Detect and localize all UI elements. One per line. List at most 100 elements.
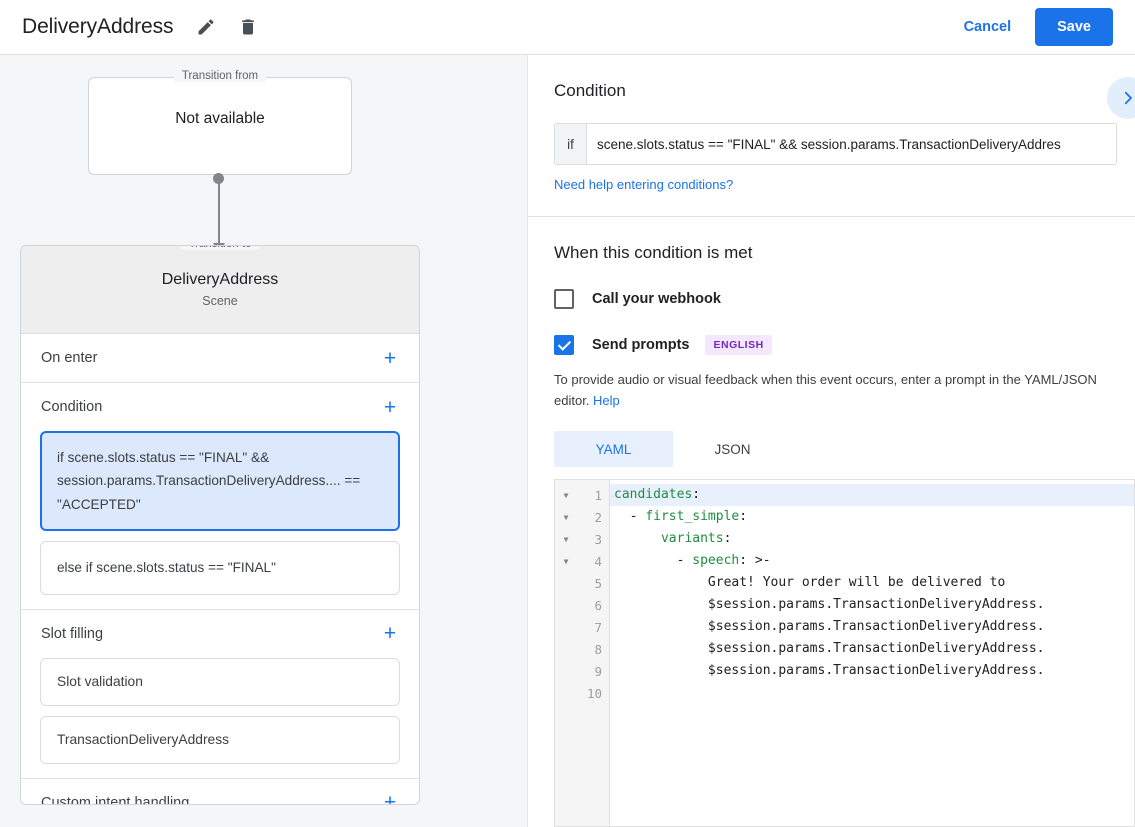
trash-icon [242, 19, 255, 35]
fold-triangle-icon[interactable]: ▼ [563, 556, 569, 566]
delete-button[interactable] [233, 12, 263, 42]
when-condition-met-section: When this condition is met Call your web… [528, 217, 1135, 468]
editor-gutter-row: ▼1 [555, 484, 609, 506]
condition-input-group: if [554, 123, 1117, 165]
condition-item-selected[interactable]: if scene.slots.status == "FINAL" && sess… [40, 431, 400, 532]
webhook-row: Call your webhook [554, 289, 1135, 309]
fold-triangle-icon[interactable]: ▼ [563, 490, 569, 500]
editor-code-line[interactable]: $session.params.TransactionDeliveryAddre… [614, 641, 1045, 656]
editor-code-line[interactable]: $session.params.TransactionDeliveryAddre… [614, 619, 1045, 634]
editor-code-line[interactable]: $session.params.TransactionDeliveryAddre… [614, 597, 1045, 612]
section-slot-filling: Slot filling + Slot validation Transacti… [21, 610, 419, 779]
prompts-helper-text: To provide audio or visual feedback when… [554, 369, 1119, 411]
line-number: 10 [586, 685, 602, 701]
scene-type: Scene [202, 294, 238, 308]
send-prompts-row: Send prompts ENGLISH [554, 335, 1135, 355]
left-panel: Transition from Not available Transition… [0, 55, 528, 827]
section-header-custom-intent-handling[interactable]: Custom intent handling + [21, 779, 419, 805]
fold-triangle-icon[interactable]: ▼ [563, 534, 569, 544]
edit-title-button[interactable] [191, 12, 221, 42]
condition-if-prefix: if [555, 124, 587, 164]
slot-filling-list: Slot validation TransactionDeliveryAddre… [21, 657, 419, 778]
send-prompts-checkbox[interactable] [554, 335, 574, 355]
slot-filling-item-address[interactable]: TransactionDeliveryAddress [40, 715, 400, 764]
language-badge: ENGLISH [705, 335, 772, 355]
cancel-button[interactable]: Cancel [952, 11, 1024, 43]
section-custom-intent-handling: Custom intent handling + [21, 779, 419, 805]
section-header-slot-filling[interactable]: Slot filling + [21, 610, 419, 658]
section-header-on-enter[interactable]: On enter + [21, 334, 419, 382]
call-webhook-label: Call your webhook [592, 291, 721, 307]
connector-line [218, 179, 220, 249]
editor-gutter-row: 9 [555, 660, 609, 682]
section-title-on-enter: On enter [41, 350, 98, 366]
editor-code-line[interactable]: Great! Your order will be delivered to [614, 575, 1006, 590]
yaml-key: first_simple [645, 509, 740, 524]
connector-dot [213, 173, 224, 184]
line-number: 7 [594, 619, 602, 635]
chevron-right-icon [1124, 91, 1132, 105]
scene-name: DeliveryAddress [161, 271, 279, 288]
yaml-key: speech [692, 553, 740, 568]
editor-code-area[interactable]: candidates: - first_simple: variants: - … [610, 480, 1134, 826]
transition-to-box: Transition to DeliveryAddress Scene On e… [20, 245, 420, 805]
section-condition: Condition + if scene.slots.status == "FI… [21, 383, 419, 610]
condition-section-title: Condition [554, 81, 626, 100]
app-header: DeliveryAddress Cancel Save [0, 0, 1135, 55]
when-met-title: When this condition is met [554, 243, 753, 262]
line-number: 9 [594, 663, 602, 679]
fold-triangle-icon[interactable]: ▼ [563, 512, 569, 522]
editor-code-line[interactable]: - first_simple: [614, 509, 748, 524]
editor-gutter-row: ▼3 [555, 528, 609, 550]
section-on-enter: On enter + [21, 334, 419, 383]
editor-code-line[interactable]: - speech: >- [614, 553, 771, 568]
right-panel: Condition if Need help entering conditio… [528, 55, 1135, 827]
call-webhook-checkbox[interactable] [554, 289, 574, 309]
section-title-custom-intent-handling: Custom intent handling [41, 794, 190, 805]
editor-gutter-row: ▼2 [555, 506, 609, 528]
editor-code-line[interactable]: candidates: [610, 484, 1134, 506]
condition-input[interactable] [587, 124, 1116, 164]
editor-gutter-row: ▼4 [555, 550, 609, 572]
yaml-key: candidates [614, 487, 693, 502]
line-number: 3 [594, 531, 602, 547]
line-number: 5 [594, 575, 602, 591]
editor-format-tabs: YAML JSON [554, 431, 1135, 468]
pencil-icon [198, 19, 214, 35]
prompts-help-link[interactable]: Help [593, 393, 620, 409]
section-title-condition: Condition [41, 399, 103, 415]
condition-item[interactable]: else if scene.slots.status == "FINAL" [40, 541, 400, 595]
page-title: DeliveryAddress [22, 15, 174, 38]
transition-from-box: Transition from Not available [88, 70, 352, 175]
editor-gutter-row: 5 [555, 572, 609, 594]
tab-yaml[interactable]: YAML [554, 431, 673, 468]
editor-gutter-row: 6 [555, 594, 609, 616]
slot-filling-item-validation[interactable]: Slot validation [40, 657, 400, 706]
line-number: 4 [594, 553, 602, 569]
editor-gutter-row: 8 [555, 638, 609, 660]
condition-list: if scene.slots.status == "FINAL" && sess… [21, 431, 419, 609]
add-condition-icon[interactable]: + [383, 395, 397, 419]
yaml-key: variants [660, 531, 724, 546]
add-on-enter-icon[interactable]: + [383, 346, 397, 370]
editor-gutter-row: 10 [555, 682, 609, 704]
add-custom-intent-icon[interactable]: + [383, 791, 397, 805]
scene-card-header: DeliveryAddress Scene [21, 246, 419, 334]
editor-code-line[interactable]: $session.params.TransactionDeliveryAddre… [614, 663, 1045, 678]
condition-detail-section: Condition if Need help entering conditio… [528, 55, 1135, 217]
next-panel-button[interactable] [1107, 77, 1135, 119]
editor-code-line[interactable] [610, 682, 1134, 704]
condition-help-link[interactable]: Need help entering conditions? [554, 177, 734, 192]
save-button[interactable]: Save [1035, 8, 1113, 46]
line-number: 2 [594, 509, 602, 525]
transition-to-legend: Transition to [180, 246, 260, 250]
section-title-slot-filling: Slot filling [41, 625, 104, 642]
add-slot-filling-icon[interactable]: + [383, 622, 397, 645]
prompts-helper-sentence: To provide audio or visual feedback when… [554, 372, 1097, 409]
section-header-condition[interactable]: Condition + [21, 383, 419, 431]
editor-code-line[interactable]: variants: [660, 531, 732, 546]
editor-gutter-row: 7 [555, 616, 609, 638]
tab-json[interactable]: JSON [714, 441, 751, 457]
